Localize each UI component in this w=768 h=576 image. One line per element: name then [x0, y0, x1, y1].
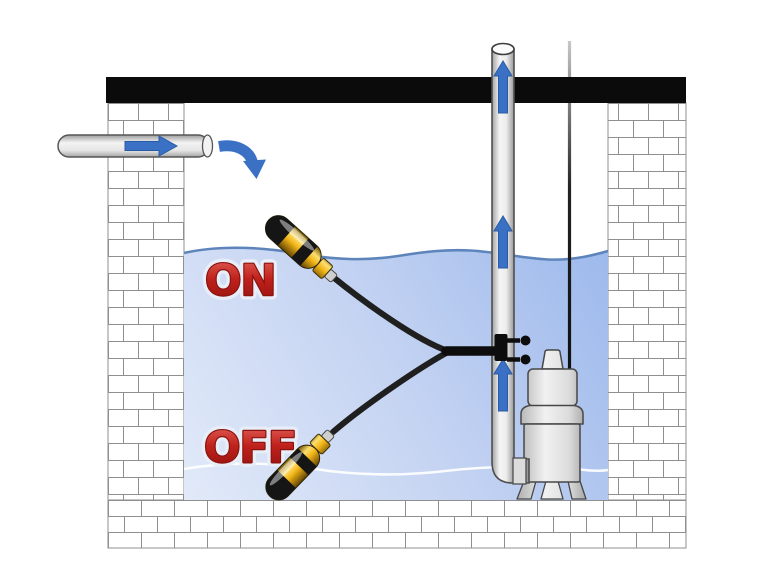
clamp-bolt-top-icon [520, 335, 531, 346]
inflow-curve-arrowhead-icon [243, 159, 266, 179]
right-wall [607, 102, 687, 501]
float-cable-on [330, 274, 451, 354]
discharge-pipe-opening [491, 42, 515, 56]
pump-shoulder [520, 404, 584, 425]
pump-motor-housing [527, 368, 578, 407]
inlet-flow-arrow-icon [124, 135, 179, 157]
floor-slab [107, 499, 687, 549]
sump-pump [516, 349, 587, 500]
clamp-bolt-arms [507, 338, 520, 362]
label-off: OFF [204, 423, 296, 473]
label-on: ON [205, 256, 276, 306]
basin-lid [106, 77, 686, 103]
inlet-pipe-opening [201, 134, 214, 158]
cable-clamp [441, 334, 531, 365]
clamp-bracket [494, 334, 508, 361]
pump-cap [541, 349, 564, 370]
water-surface-on-level [183, 246, 609, 261]
water-surface-off-level [183, 462, 609, 476]
left-wall [107, 102, 185, 501]
label-on-glow: ON [205, 256, 276, 306]
pump-body [523, 423, 581, 483]
pipe-coupling [512, 457, 527, 485]
float-cable-off [330, 349, 451, 435]
clamp-bolt-bottom-icon [520, 354, 531, 365]
inflow-curve-arrow-icon [218, 140, 258, 165]
